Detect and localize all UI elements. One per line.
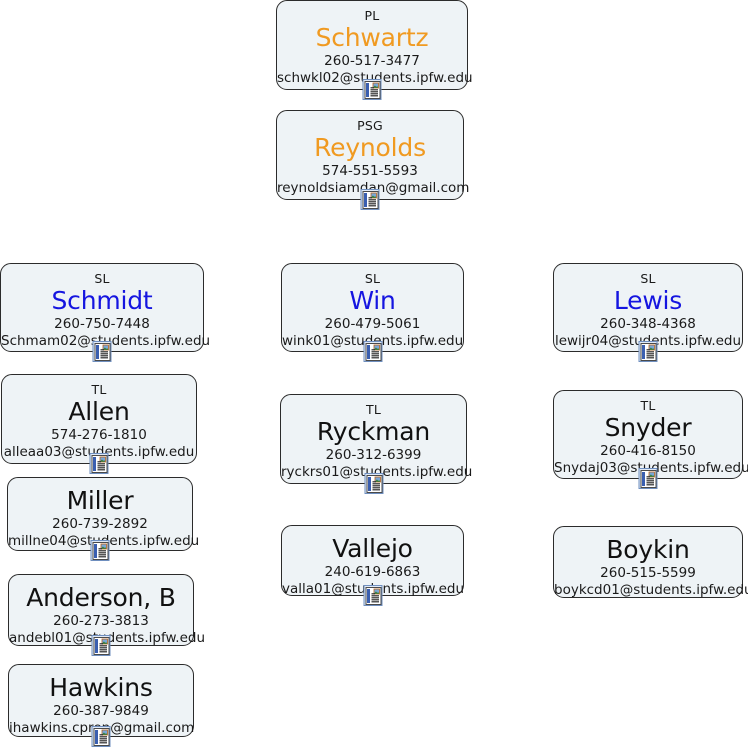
card-phone-number: 260-416-8150: [600, 443, 696, 459]
document-attachment-icon[interactable]: [362, 79, 382, 100]
card-role-label: SL: [94, 271, 110, 286]
document-attachment-icon[interactable]: [91, 726, 111, 747]
card-person-name: Snyder: [604, 413, 692, 442]
card-phone-number: 260-517-3477: [324, 53, 420, 69]
document-attachment-icon[interactable]: [363, 341, 382, 362]
person-card-lewis[interactable]: SLLewis260-348-4368lewijr04@students.ipf…: [553, 263, 743, 362]
card-person-name: Boykin: [606, 535, 690, 564]
person-card-miller[interactable]: Miller260-739-2892millne04@students.ipfw…: [7, 477, 199, 561]
card-phone-number: 260-479-5061: [324, 316, 421, 332]
document-attachment-icon[interactable]: [364, 473, 383, 494]
person-card-win[interactable]: SLWin260-479-5061wink01@students.ipfw.ed…: [281, 263, 464, 362]
card-phone-number: 260-312-6399: [325, 447, 422, 463]
card-phone-number: 260-348-4368: [600, 316, 696, 332]
card-email-address: ryckrs01@students.ipfw.edu: [281, 464, 473, 480]
card-email-address: schwkl02@students.ipfw.edu: [277, 70, 473, 86]
person-card-anderson-b[interactable]: Anderson, B260-273-3813andebl01@students…: [8, 574, 205, 656]
document-attachment-icon[interactable]: [90, 540, 110, 561]
card-person-name: Hawkins: [49, 673, 153, 702]
document-attachment-icon[interactable]: [91, 635, 111, 656]
card-person-name: Win: [349, 286, 396, 315]
person-card-hawkins[interactable]: Hawkins260-387-9849ihawkins.cprep@gmail.…: [8, 664, 194, 747]
person-card-schmidt[interactable]: SLSchmidt260-750-7448Schmam02@students.i…: [0, 263, 210, 362]
card-person-name: Lewis: [613, 286, 683, 315]
card-role-label: TL: [366, 402, 381, 417]
card-email-address: boykcd01@students.ipfw.edu: [554, 582, 748, 598]
card-person-name: Anderson, B: [26, 583, 176, 612]
document-attachment-icon[interactable]: [89, 453, 109, 474]
card-person-name: Schmidt: [51, 286, 153, 315]
card-person-name: Allen: [68, 397, 130, 426]
card-phone-number: 574-551-5593: [322, 163, 418, 179]
card-role-label: PSG: [357, 118, 383, 133]
card-person-name: Schwartz: [315, 23, 429, 52]
card-person-name: Vallejo: [332, 534, 413, 563]
card-email-address: reynoldsiamdan@gmail.com: [277, 180, 470, 196]
card-role-label: TL: [640, 398, 656, 413]
document-attachment-icon[interactable]: [92, 341, 112, 362]
card-phone-number: 574-276-1810: [51, 427, 147, 443]
card-person-name: Miller: [66, 486, 134, 515]
document-attachment-icon[interactable]: [360, 189, 380, 210]
person-card-snyder[interactable]: TLSnyder260-416-8150Snydaj03@students.ip…: [553, 390, 748, 489]
card-phone-number: 260-273-3813: [53, 613, 149, 629]
card-phone-number: 260-750-7448: [54, 316, 150, 332]
card-phone-number: 240-619-6863: [324, 564, 421, 580]
card-phone-number: 260-387-9849: [53, 703, 149, 719]
document-attachment-icon[interactable]: [363, 585, 382, 606]
card-phone-number: 260-739-2892: [52, 516, 148, 532]
card-role-label: SL: [640, 271, 656, 286]
card-phone-number: 260-515-5599: [600, 565, 696, 581]
card-email-address: alleaa03@students.ipfw.edu: [3, 444, 195, 460]
card-role-label: TL: [91, 382, 107, 397]
card-role-label: PL: [364, 8, 380, 23]
person-card-vallejo[interactable]: Vallejo240-619-6863valla01@students.ipfw…: [281, 525, 464, 606]
card-person-name: Ryckman: [316, 417, 431, 446]
document-attachment-icon[interactable]: [638, 468, 658, 489]
card-role-label: SL: [364, 271, 381, 286]
document-attachment-icon[interactable]: [638, 341, 658, 362]
card-person-name: Reynolds: [314, 133, 426, 162]
